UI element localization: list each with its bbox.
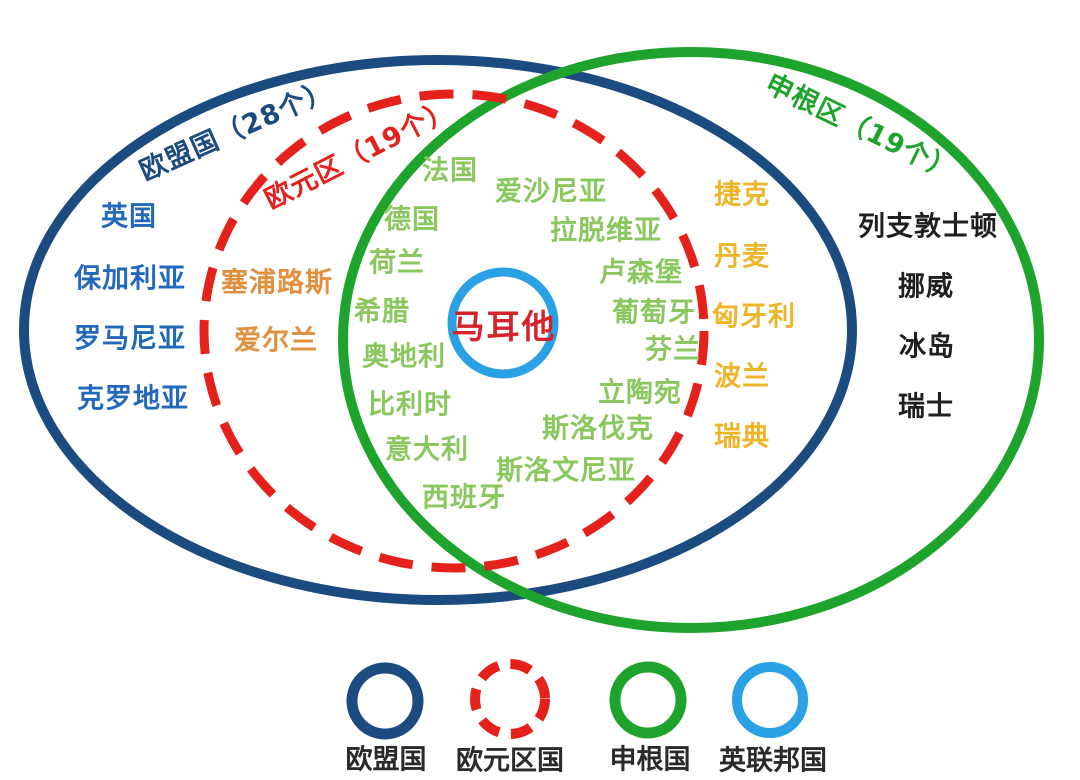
eurozone-dashed-circle — [199, 89, 709, 573]
eu-circle — [19, 55, 857, 605]
schengen-circle — [338, 47, 1044, 633]
commonwealth-circle — [447, 267, 559, 379]
legend-eurozone-ring-icon — [470, 659, 550, 739]
country-label-malta: 马耳他 — [451, 307, 557, 346]
legend-eu-ring-icon — [346, 662, 424, 740]
legend-schengen-ring-icon — [609, 661, 687, 739]
legend-commonwealth-ring-icon — [732, 662, 808, 738]
